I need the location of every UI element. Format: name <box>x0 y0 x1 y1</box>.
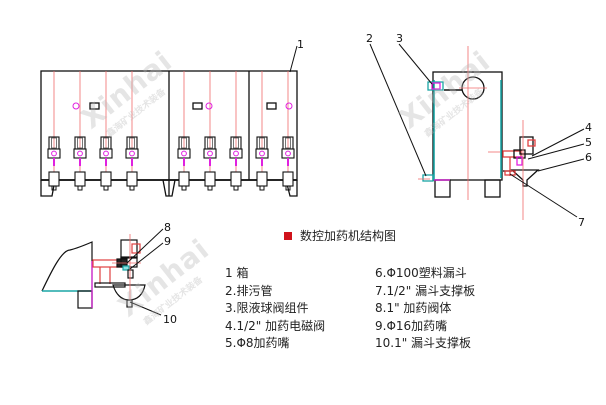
callout-label-8: 8 <box>164 221 171 234</box>
callout-label-5: 5 <box>585 136 592 149</box>
side-callouts: 2 3 4 5 6 7 <box>366 32 592 229</box>
legend-item: 9.Φ16加药嘴 <box>375 318 448 333</box>
dosing-valve-unit <box>177 71 191 191</box>
outlet-block <box>48 171 60 187</box>
funnel-support-plate <box>504 170 516 176</box>
legend-item: 3.限液球阀组件 <box>225 301 309 316</box>
diagram-title: 数控加药机结构图 <box>300 229 397 243</box>
dosing-valve-unit <box>125 71 139 191</box>
valve-body <box>47 148 61 159</box>
legend-item: 7.1/2" 漏斗支撑板 <box>375 283 476 298</box>
caption-marker-icon <box>284 231 292 240</box>
valve-port <box>259 150 265 157</box>
valve-body <box>255 148 269 159</box>
detail-tank-wall <box>41 241 93 308</box>
front-valves <box>47 71 295 191</box>
level-indicator <box>285 102 293 110</box>
detail-solenoid <box>120 239 138 259</box>
outlet-block <box>282 171 294 187</box>
diagram-caption: 数控加药机结构图 <box>284 227 396 244</box>
detail-view <box>41 234 146 309</box>
valve-port <box>51 150 57 157</box>
outlet-block <box>178 171 190 187</box>
side-leg-right <box>484 179 501 198</box>
valve-body <box>229 148 243 159</box>
phi8-nozzle <box>516 156 523 166</box>
leg-left <box>40 179 56 197</box>
valve-port <box>207 150 213 157</box>
legend-item: 4.1/2" 加药电磁阀 <box>225 318 326 333</box>
callout-1: 1 <box>289 38 304 73</box>
legend-item: 6.Φ100塑料漏斗 <box>375 266 467 280</box>
feed-pipe <box>502 150 522 158</box>
callout-label-7: 7 <box>578 216 585 229</box>
valve-body <box>73 148 87 159</box>
valve-port <box>285 150 291 157</box>
phi16-nozzle <box>127 269 134 279</box>
indicator-window-2 <box>192 102 203 110</box>
ball-valve-assembly <box>427 81 444 91</box>
legend-item: 10.1" 漏斗支撑板 <box>375 336 472 351</box>
dosing-valve-unit <box>73 71 87 191</box>
callout-label-4: 4 <box>585 121 592 134</box>
outlet-block <box>74 171 86 187</box>
side-leg-left <box>434 179 451 198</box>
indicator-window-1 <box>89 102 100 110</box>
leg-mid <box>162 179 176 197</box>
parts-legend-col2: 6.Φ100塑料漏斗 7.1/2" 漏斗支撑板 8.1" 加药阀体 9.Φ16加… <box>375 265 475 353</box>
side-tank <box>432 71 503 181</box>
dosing-valve-unit <box>255 71 269 191</box>
level-indicator <box>72 102 80 110</box>
dosing-valve-unit <box>203 71 217 191</box>
outlet-block <box>100 171 112 187</box>
valve-body <box>203 148 217 159</box>
dosing-valve-unit <box>47 71 61 191</box>
valve-port <box>77 150 83 157</box>
valve-port <box>103 150 109 157</box>
level-indicator <box>205 102 213 110</box>
callout-label-10: 10 <box>163 313 177 326</box>
callout-label-3: 3 <box>396 32 403 45</box>
legend-item: 2.排污管 <box>225 283 273 298</box>
dosing-valve-unit <box>281 71 295 191</box>
legend-item: 1 箱 <box>225 266 249 280</box>
leg-right <box>285 179 298 197</box>
callout-label-6: 6 <box>585 151 592 164</box>
valve-port <box>233 150 239 157</box>
dosing-valve-unit <box>229 71 243 191</box>
callout-label-2: 2 <box>366 32 373 45</box>
indicator-window-3 <box>266 102 277 110</box>
valve-body <box>281 148 295 159</box>
legend-item: 8.1" 加药阀体 <box>375 301 452 316</box>
legend-item: 5.Φ8加药嘴 <box>225 336 290 351</box>
valve-body <box>177 148 191 159</box>
outlet-block <box>256 171 268 187</box>
detail-callouts: 8 9 10 <box>126 221 177 326</box>
side-view <box>418 46 540 220</box>
dosing-valve-unit <box>99 71 113 191</box>
callout-label-1: 1 <box>297 38 304 51</box>
callout-label-9: 9 <box>164 235 171 248</box>
valve-body <box>125 148 139 159</box>
parts-legend-col1: 1 箱 2.排污管 3.限液球阀组件 4.1/2" 加药电磁阀 5.Φ8加药嘴 <box>225 265 325 353</box>
outlet-block <box>230 171 242 187</box>
valve-port <box>129 150 135 157</box>
outlet-block <box>126 171 138 187</box>
drain-pipe <box>422 174 434 182</box>
outlet-block <box>204 171 216 187</box>
valve-port <box>181 150 187 157</box>
valve-body <box>99 148 113 159</box>
